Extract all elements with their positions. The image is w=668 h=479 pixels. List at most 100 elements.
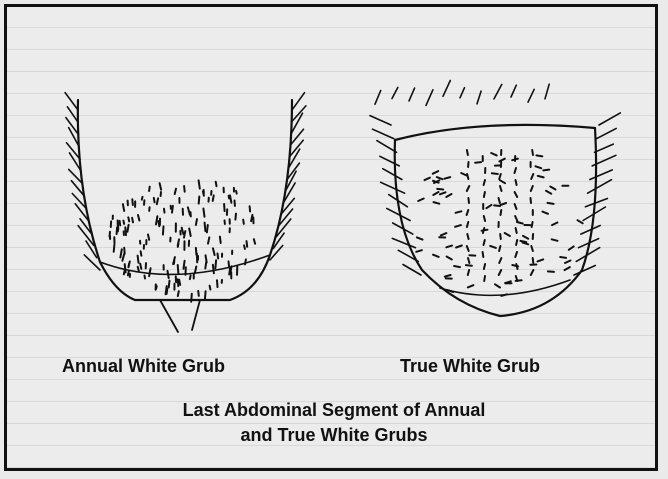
- spine: [548, 271, 554, 272]
- spine: [210, 286, 211, 290]
- spine: [550, 187, 555, 190]
- spine: [484, 276, 485, 281]
- seta: [590, 170, 612, 180]
- spine: [203, 191, 204, 195]
- seta: [585, 199, 607, 207]
- seta: [460, 88, 465, 98]
- spine: [531, 246, 533, 251]
- spine: [218, 254, 219, 259]
- seta: [377, 141, 397, 153]
- spine: [433, 192, 438, 195]
- seta: [574, 266, 595, 276]
- true-top-edge: [395, 125, 595, 140]
- spine: [446, 246, 452, 248]
- spine: [205, 262, 206, 269]
- spine: [163, 226, 164, 234]
- spine: [127, 225, 128, 232]
- true-outline: [395, 128, 596, 316]
- spine: [110, 232, 111, 237]
- spine: [220, 237, 221, 243]
- spine: [191, 294, 192, 302]
- spine: [517, 222, 523, 224]
- seta: [426, 90, 433, 106]
- spine: [124, 270, 125, 275]
- spine: [532, 222, 533, 227]
- spine: [213, 265, 214, 273]
- spine: [486, 205, 491, 208]
- spine: [466, 265, 472, 266]
- spine: [208, 237, 209, 243]
- spine: [499, 159, 504, 162]
- spine: [516, 228, 517, 233]
- spine: [433, 255, 439, 257]
- spine: [515, 252, 517, 257]
- spine: [455, 225, 461, 227]
- spine: [184, 231, 185, 238]
- spine: [437, 189, 443, 190]
- spine: [494, 205, 500, 206]
- spine: [482, 230, 488, 231]
- spine: [515, 168, 517, 173]
- seta: [375, 91, 381, 105]
- seta: [373, 129, 394, 138]
- spine: [434, 202, 440, 204]
- spine: [244, 245, 245, 249]
- spine: [190, 276, 191, 280]
- spine: [500, 234, 501, 239]
- caption-line-1: Last Abdominal Segment of Annual: [0, 398, 668, 423]
- annual-white-grub-segment-illustration: [65, 93, 306, 332]
- spine: [154, 198, 155, 202]
- annual-white-grub-label: Annual White Grub: [62, 356, 225, 377]
- spine: [467, 222, 468, 227]
- spine: [447, 257, 452, 260]
- seta: [392, 238, 415, 247]
- spine: [149, 268, 151, 276]
- spine: [565, 261, 571, 264]
- spine: [467, 174, 468, 179]
- spine: [523, 236, 528, 239]
- seta: [380, 156, 399, 166]
- spine: [229, 196, 230, 199]
- spine: [123, 204, 124, 211]
- spine: [532, 150, 533, 155]
- spine: [565, 267, 570, 270]
- spine: [512, 159, 518, 161]
- spine: [138, 267, 139, 271]
- spine: [132, 199, 133, 205]
- seta: [370, 116, 391, 125]
- spine: [467, 234, 468, 239]
- spine: [491, 153, 497, 155]
- annual-anal-slit: [160, 300, 200, 332]
- spine: [467, 150, 468, 155]
- spine: [418, 199, 424, 202]
- spine: [516, 280, 522, 281]
- spine: [468, 258, 469, 263]
- spine: [520, 241, 526, 242]
- spine: [164, 209, 165, 213]
- seta: [383, 169, 402, 180]
- spine: [560, 257, 566, 258]
- spine: [199, 197, 200, 204]
- spine: [215, 260, 216, 268]
- spine: [441, 233, 447, 235]
- spine: [235, 214, 236, 220]
- spine: [501, 210, 502, 215]
- spine: [444, 177, 450, 179]
- spine: [142, 197, 143, 200]
- spine: [467, 246, 469, 251]
- spine: [533, 258, 534, 263]
- spine: [569, 246, 574, 249]
- spine: [516, 240, 517, 245]
- spine: [166, 286, 167, 294]
- spine: [145, 276, 146, 279]
- spine: [546, 191, 551, 194]
- spine: [440, 192, 446, 194]
- spine: [484, 180, 485, 185]
- spine: [196, 219, 197, 225]
- spine: [216, 182, 217, 187]
- spine: [416, 250, 422, 252]
- spine: [456, 246, 462, 248]
- annual-raster-spines: [110, 180, 256, 301]
- seta: [477, 91, 481, 104]
- spine: [230, 195, 231, 202]
